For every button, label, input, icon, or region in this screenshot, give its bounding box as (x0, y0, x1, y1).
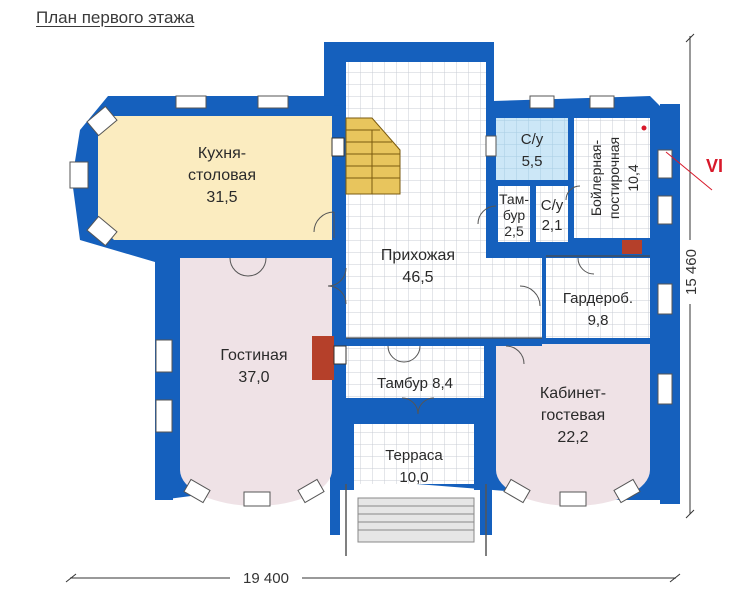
dimension-lines (65, 33, 713, 583)
boiler-label-line1: Бойлерная- (588, 140, 604, 217)
room-study (496, 344, 650, 506)
fireplace (312, 336, 334, 380)
staircase (345, 117, 401, 195)
boiler-chimney (622, 240, 642, 254)
boiler-area: 10,4 (625, 164, 641, 191)
wardrobe-area: 9,8 (588, 312, 609, 329)
living-area: 37,0 (238, 369, 269, 386)
room-labels: Кухня- столовая 31,5 Гостиная 37,0 Прихо… (188, 131, 641, 486)
study-label-line1: Кабинет- (540, 385, 606, 402)
tambur-small-line1: Там- (499, 191, 529, 207)
tambur-small-line2: бур (503, 207, 526, 223)
living-label: Гостиная (220, 347, 287, 364)
boiler-label-line2: постирочная (606, 137, 622, 219)
terrace-label: Терраса (385, 447, 443, 464)
room-bath-large (496, 118, 568, 180)
bath2-label: С/у (541, 197, 564, 214)
hall-label: Прихожая (381, 247, 455, 264)
width-dimension: 19 400 (243, 570, 289, 587)
depth-dimension: 15 460 (683, 249, 700, 295)
tambur-small-area: 2,5 (504, 223, 524, 239)
kitchen-label-line1: Кухня- (198, 145, 246, 162)
room-kitchen (98, 116, 332, 240)
bath1-label: С/у (521, 131, 544, 148)
plan-title: План первого этажа (36, 8, 195, 27)
terrace-steps (345, 484, 487, 556)
wardrobe-label: Гардероб. (563, 290, 633, 307)
study-area: 22,2 (557, 429, 588, 446)
hall-area: 46,5 (402, 269, 433, 286)
room-living (180, 258, 332, 506)
bath2-area: 2,1 (542, 217, 563, 234)
tambur-label: Тамбур 8,4 (377, 375, 453, 392)
windows (69, 95, 673, 507)
logo-fragment: VI (706, 156, 723, 176)
doors (229, 185, 595, 415)
bath1-area: 5,5 (522, 153, 543, 170)
kitchen-area: 31,5 (206, 189, 237, 206)
hall-floor (346, 62, 650, 484)
interior-walls (173, 106, 650, 490)
kitchen-label-line2: столовая (188, 167, 256, 184)
terrace-area: 10,0 (399, 469, 428, 486)
study-label-line2: гостевая (541, 407, 605, 424)
